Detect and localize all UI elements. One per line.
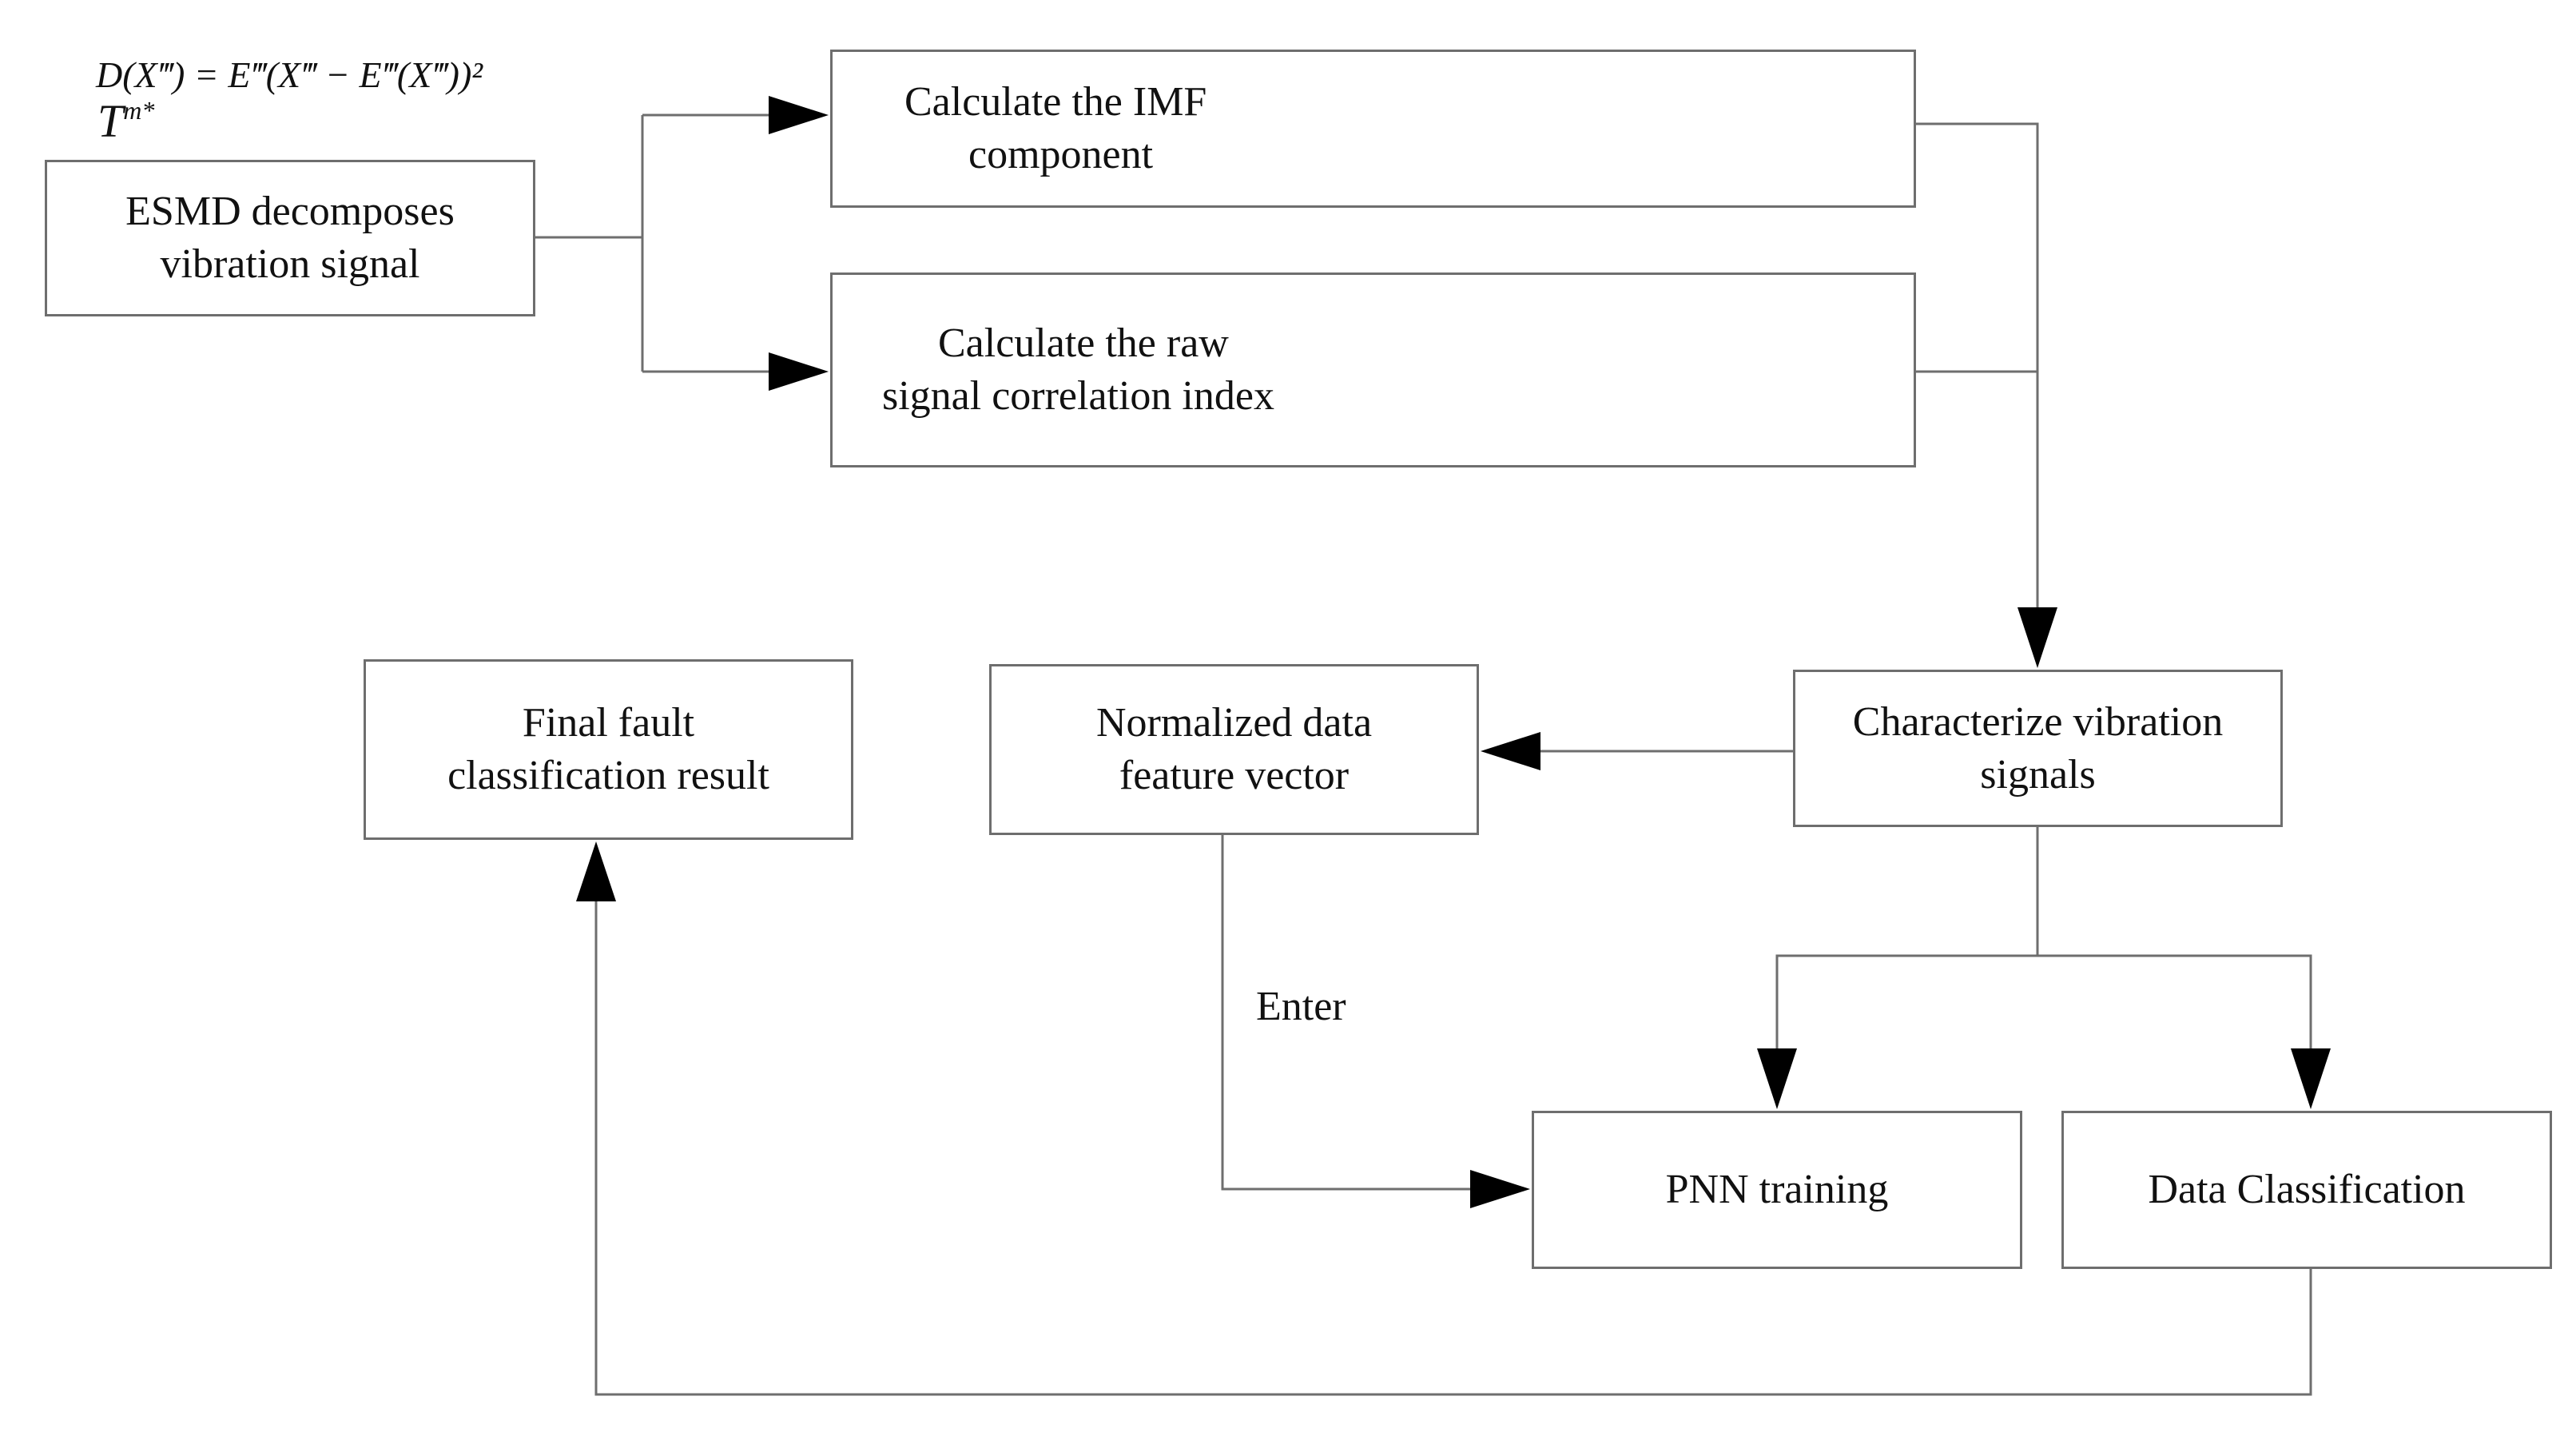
- arrowhead-to-imf: [769, 96, 829, 134]
- node-dc-label: Data Classification: [2148, 1167, 2466, 1212]
- node-final-fault-result: Final fault classification result: [364, 659, 853, 840]
- edge-label-enter: Enter: [1256, 984, 1346, 1029]
- node-normalized-feature-vector: Normalized data feature vector: [989, 664, 1479, 835]
- formula-symbol-superscript: m*: [123, 96, 155, 125]
- node-char-line2: signals: [1980, 751, 2096, 798]
- node-characterize-signals: Characterize vibration signals: [1793, 670, 2283, 827]
- node-imf-line2: component: [968, 132, 1154, 177]
- node-imf-line1: Calculate the IMF: [904, 79, 1207, 125]
- formula-symbol-letter: T: [97, 95, 124, 147]
- node-calculate-correlation: Calculate the raw signal correlation ind…: [830, 272, 1916, 467]
- node-calculate-imf: Calculate the IMF component: [830, 50, 1916, 208]
- arrowhead-to-final: [576, 841, 616, 901]
- node-pnn-label: PNN training: [1665, 1167, 1889, 1212]
- connector-imf-right: [1916, 122, 2039, 615]
- arrowhead-to-char: [2017, 607, 2057, 668]
- node-esmd-decompose: ESMD decomposes vibration signal: [45, 160, 535, 316]
- node-esmd-line1: ESMD decomposes: [125, 189, 455, 234]
- arrowhead-to-corr: [769, 352, 829, 391]
- arrowhead-to-norm: [1481, 732, 1540, 770]
- node-corr-line1: Calculate the raw: [938, 320, 1229, 366]
- node-char-line1: Characterize vibration: [1852, 698, 2224, 745]
- node-final-line1: Final fault: [522, 700, 695, 746]
- variance-formula: D(X‴) = E‴(X‴ − E‴(X‴))²: [96, 54, 483, 95]
- connector-norm-to-pnn: [1221, 835, 1475, 1191]
- node-norm-line2: feature vector: [1119, 753, 1350, 798]
- node-corr-line2: signal correlation index: [882, 373, 1274, 419]
- arrowhead-to-dc: [2291, 1048, 2331, 1109]
- node-esmd-line2: vibration signal: [160, 241, 420, 287]
- node-norm-line1: Normalized data: [1095, 700, 1373, 746]
- arrowhead-to-pnn-from-split: [1757, 1048, 1797, 1109]
- formula-symbol: Tm*: [97, 86, 154, 145]
- connector-dc-to-final: [594, 899, 2312, 1396]
- arrowhead-norm-to-pnn: [1470, 1170, 1530, 1208]
- connector-split-pnn-dc: [1775, 954, 2312, 1053]
- node-data-classification: Data Classification: [2061, 1111, 2552, 1269]
- node-pnn-training: PNN training: [1532, 1111, 2022, 1269]
- node-final-line2: classification result: [447, 753, 769, 798]
